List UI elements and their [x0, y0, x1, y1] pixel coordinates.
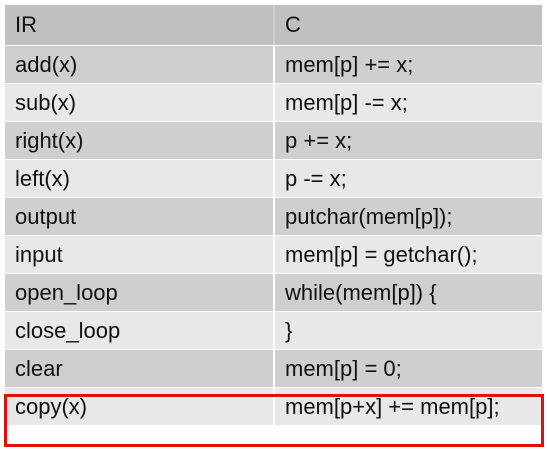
- ir-cell: open_loop: [5, 273, 273, 311]
- ir-to-c-table: IR C add(x) mem[p] += x; sub(x) mem[p] -…: [5, 5, 542, 425]
- table-row: output putchar(mem[p]);: [5, 197, 542, 235]
- table-row: input mem[p] = getchar();: [5, 235, 542, 273]
- c-code-cell: mem[p+x] += mem[p];: [273, 387, 542, 425]
- ir-cell: copy(x): [5, 387, 273, 425]
- c-code-cell: p += x;: [273, 121, 542, 159]
- table-row: open_loop while(mem[p]) {: [5, 273, 542, 311]
- ir-cell: add(x): [5, 45, 273, 83]
- c-code-cell: while(mem[p]) {: [273, 273, 542, 311]
- table-row: left(x) p -= x;: [5, 159, 542, 197]
- c-code-cell: mem[p] += x;: [273, 45, 542, 83]
- column-header-c: C: [273, 5, 542, 45]
- ir-cell: left(x): [5, 159, 273, 197]
- c-code-cell: mem[p] -= x;: [273, 83, 542, 121]
- table-row: add(x) mem[p] += x;: [5, 45, 542, 83]
- ir-cell: output: [5, 197, 273, 235]
- ir-cell: sub(x): [5, 83, 273, 121]
- c-code-cell: p -= x;: [273, 159, 542, 197]
- table-row: right(x) p += x;: [5, 121, 542, 159]
- c-code-cell: mem[p] = getchar();: [273, 235, 542, 273]
- table-header-row: IR C: [5, 5, 542, 45]
- ir-cell: clear: [5, 349, 273, 387]
- c-code-cell: putchar(mem[p]);: [273, 197, 542, 235]
- table-row: sub(x) mem[p] -= x;: [5, 83, 542, 121]
- c-code-cell: }: [273, 311, 542, 349]
- ir-cell: input: [5, 235, 273, 273]
- column-header-ir: IR: [5, 5, 273, 45]
- ir-cell: close_loop: [5, 311, 273, 349]
- ir-cell: right(x): [5, 121, 273, 159]
- c-code-cell: mem[p] = 0;: [273, 349, 542, 387]
- table-row-highlighted: copy(x) mem[p+x] += mem[p];: [5, 387, 542, 425]
- table-row: close_loop }: [5, 311, 542, 349]
- table-row: clear mem[p] = 0;: [5, 349, 542, 387]
